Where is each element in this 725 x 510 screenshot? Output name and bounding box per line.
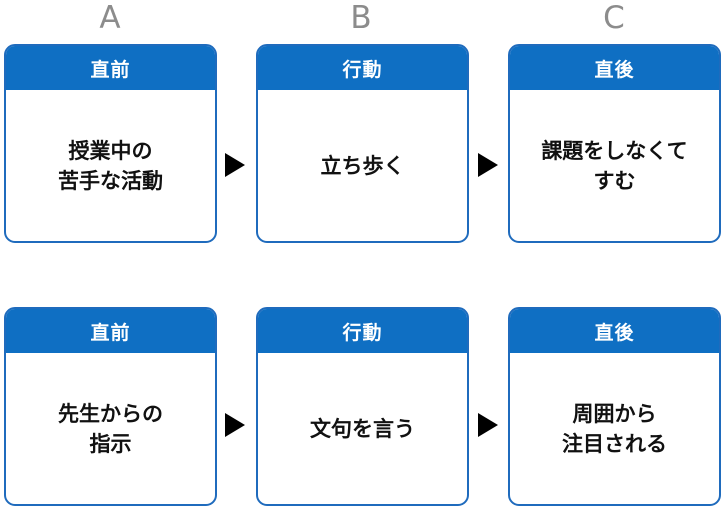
card-header: 行動 (258, 309, 467, 353)
card-body: 課題をしなくて すむ (510, 90, 719, 241)
card-header: 直前 (6, 309, 215, 353)
card-body: 立ち歩く (258, 90, 467, 241)
card-text-line: 苦手な活動 (58, 168, 163, 193)
arrow-right-icon (478, 153, 498, 177)
card-text-line: 注目される (562, 431, 667, 456)
card-text-line: 周囲から (572, 401, 657, 426)
card-text-line: 立ち歩く (320, 153, 405, 178)
card-behavior-2: 行動 文句を言う (256, 307, 469, 506)
card-behavior-1: 行動 立ち歩く (256, 44, 469, 243)
card-body: 周囲から 注目される (510, 353, 719, 504)
arrow-right-icon (225, 413, 245, 437)
card-text-line: 文句を言う (310, 416, 415, 441)
card-header: 行動 (258, 46, 467, 90)
card-text-line: 授業中の (68, 138, 153, 163)
card-consequence-2: 直後 周囲から 注目される (508, 307, 721, 506)
card-body: 授業中の 苦手な活動 (6, 90, 215, 241)
card-body: 先生からの 指示 (6, 353, 215, 504)
card-antecedent-1: 直前 授業中の 苦手な活動 (4, 44, 217, 243)
card-text-line: 先生からの (58, 401, 163, 426)
column-label-c: C (603, 0, 625, 36)
card-consequence-1: 直後 課題をしなくて すむ (508, 44, 721, 243)
card-text-line: 指示 (89, 431, 132, 456)
column-label-b: B (350, 0, 372, 36)
card-header: 直後 (510, 46, 719, 90)
card-text-line: すむ (593, 168, 636, 193)
card-header: 直前 (6, 46, 215, 90)
column-label-a: A (99, 0, 121, 36)
card-body: 文句を言う (258, 353, 467, 504)
card-header: 直後 (510, 309, 719, 353)
card-antecedent-2: 直前 先生からの 指示 (4, 307, 217, 506)
arrow-right-icon (478, 413, 498, 437)
card-text-line: 課題をしなくて (541, 138, 688, 163)
arrow-right-icon (225, 153, 245, 177)
